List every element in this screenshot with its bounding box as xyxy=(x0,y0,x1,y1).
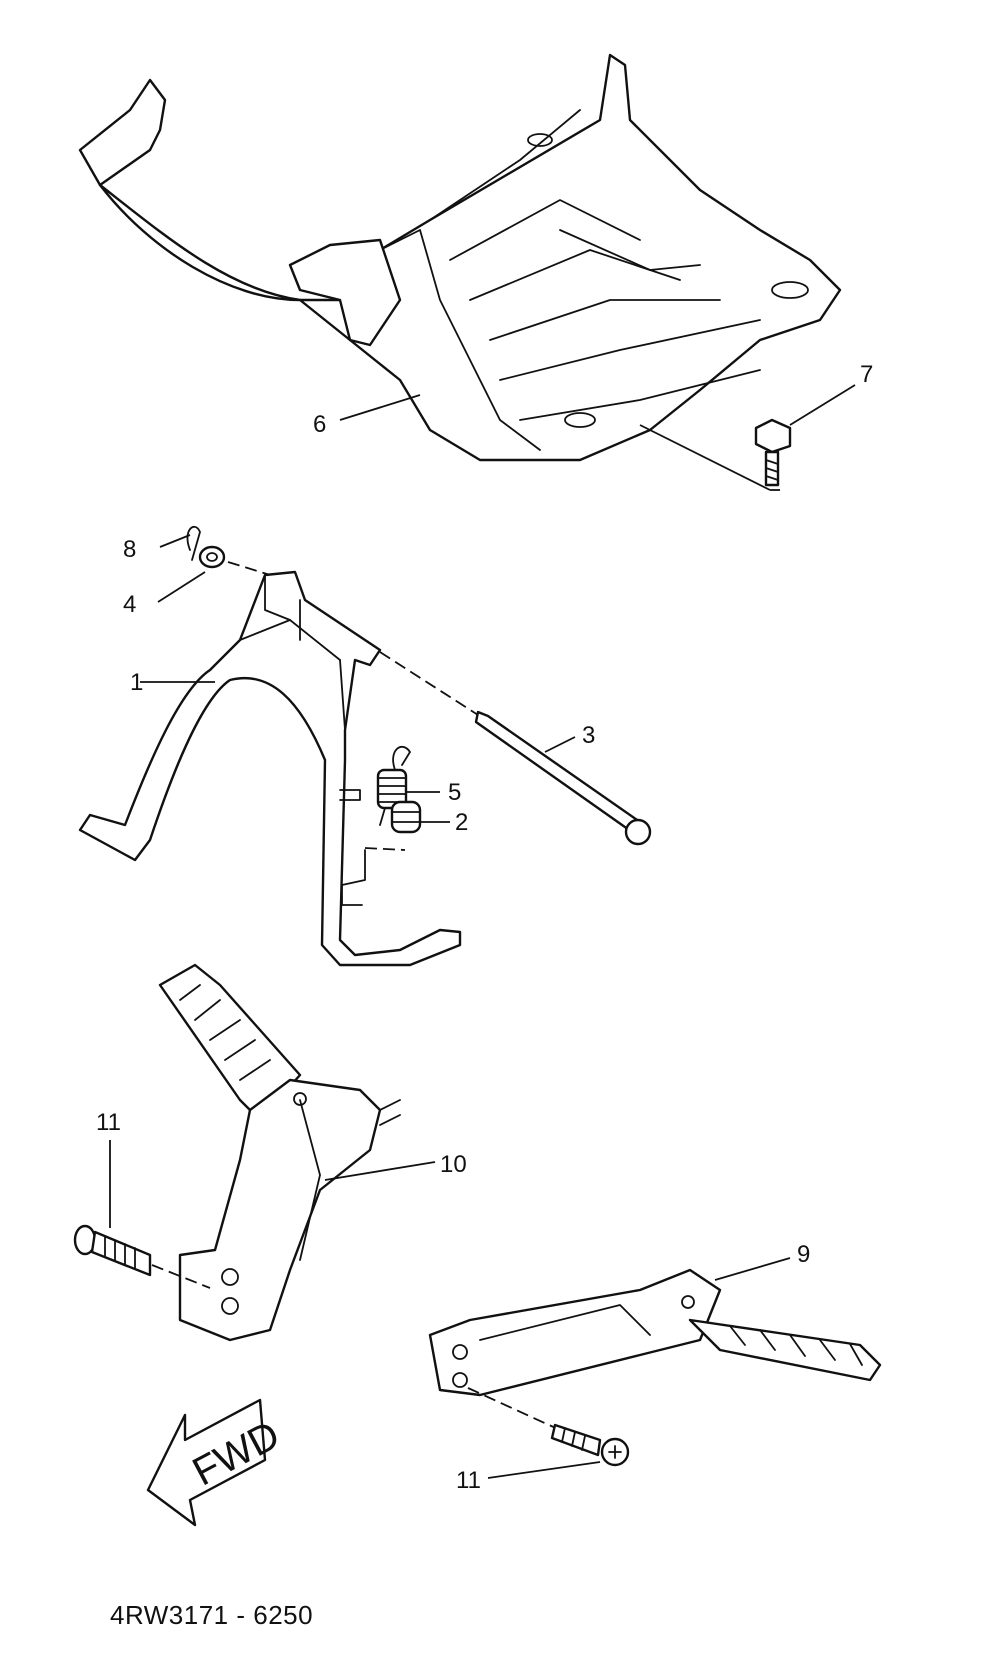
washer-part xyxy=(198,545,226,569)
drawing-code: 4RW3171 - 6250 xyxy=(110,1600,314,1630)
callout-9: 9 xyxy=(797,1241,810,1268)
callout-8: 8 xyxy=(123,536,136,563)
callout-11-right: 11 xyxy=(456,1467,481,1494)
right-screw-part xyxy=(550,1423,630,1467)
fwd-arrow-icon: FWD xyxy=(146,1398,287,1527)
left-footrest-part xyxy=(158,963,401,1342)
callout-6: 6 xyxy=(313,411,326,438)
callout-5: 5 xyxy=(448,779,461,806)
callout-2: 2 xyxy=(455,809,468,836)
floor-board-part xyxy=(78,53,842,462)
callout-1: 1 xyxy=(130,669,143,696)
callout-3: 3 xyxy=(582,722,595,749)
left-bolt-part xyxy=(73,1224,152,1277)
right-footrest-part xyxy=(428,1268,882,1397)
callout-10: 10 xyxy=(440,1151,467,1178)
cotter-pin-part xyxy=(186,526,201,561)
pivot-shaft-part xyxy=(474,710,652,846)
callout-11-left: 11 xyxy=(96,1109,121,1136)
bolt-part xyxy=(754,418,792,487)
callout-4: 4 xyxy=(123,591,136,618)
main-stand-part xyxy=(78,570,462,967)
callout-7: 7 xyxy=(860,361,873,388)
stopper-part xyxy=(390,800,422,834)
